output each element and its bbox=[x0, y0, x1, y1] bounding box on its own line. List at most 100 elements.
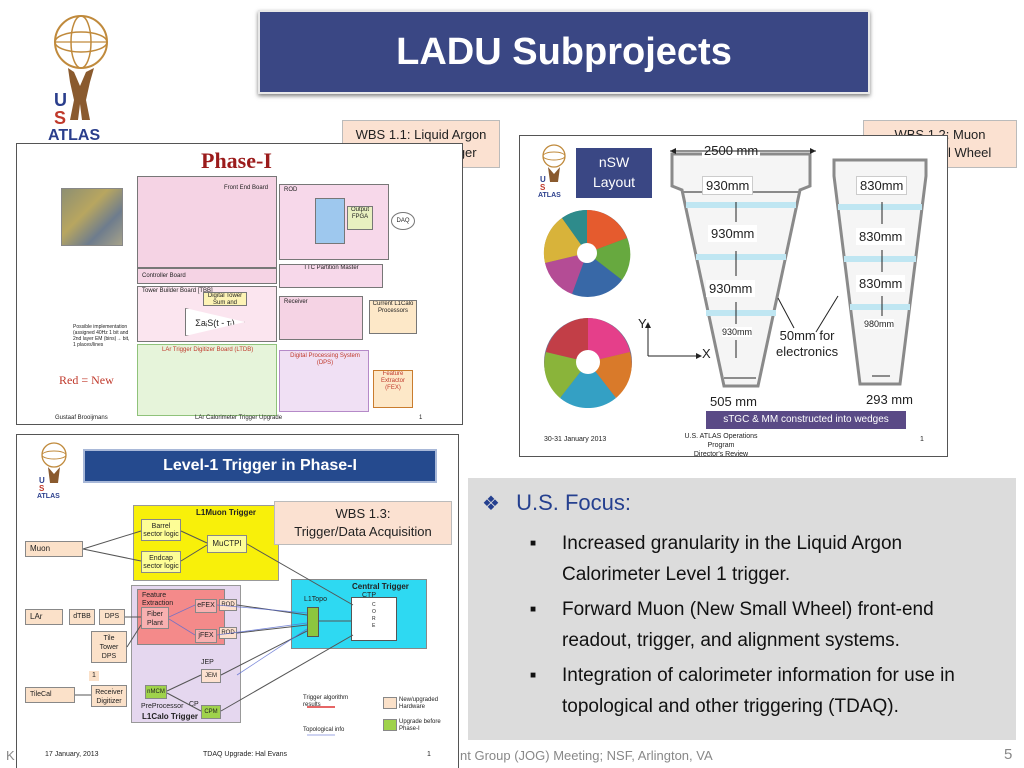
dimension-arrows bbox=[645, 148, 890, 379]
nsw-footer-page: 1 bbox=[920, 436, 924, 443]
slide-title-box: LADU Subprojects bbox=[258, 10, 870, 94]
phase1-footer-right: 1 bbox=[419, 415, 423, 421]
lar-input-box: LAr bbox=[25, 609, 63, 625]
dim-right-2: 830mm bbox=[856, 228, 906, 245]
nsw-wheel-bottom bbox=[542, 316, 634, 409]
small-sector-diagram bbox=[832, 158, 928, 386]
dtbb-box: dTBB bbox=[69, 609, 95, 625]
preprocessor-label: PreProcessor bbox=[141, 703, 184, 710]
svg-text:ATLAS: ATLAS bbox=[538, 192, 561, 198]
l1calo-label: L1Calo Trigger bbox=[142, 712, 199, 721]
phase1-footer-mid: LAr Calorimeter Trigger Upgrade bbox=[195, 415, 283, 421]
central-trigger-label: Central Trigger bbox=[352, 582, 409, 591]
cp-label: CP bbox=[189, 701, 199, 708]
lar-dps-block: LAr Trigger Digitizer Board (LTDB) bbox=[137, 344, 277, 416]
detector-photo bbox=[61, 188, 123, 246]
atlas-logo-icon: U S ATLAS bbox=[38, 8, 118, 142]
fiber-plant-box: Fiber Plant bbox=[141, 607, 169, 629]
nsw-panel: U S ATLAS nSW Layout bbox=[519, 135, 948, 458]
svg-text:ATLAS: ATLAS bbox=[37, 493, 60, 499]
atlas-logo-small-icon: U S ATLAS bbox=[536, 142, 570, 199]
level1-footer-mid: TDAQ Upgrade: Hal Evans bbox=[203, 751, 288, 758]
cpm-box: CPM bbox=[201, 705, 221, 719]
footer-meeting: nt Group (JOG) Meeting; NSF, Arlington, … bbox=[460, 748, 713, 763]
phase1-panel: Phase-I Possible implementation (assigne… bbox=[16, 143, 463, 425]
jfex-box: jFEX bbox=[195, 629, 217, 643]
dps-block: Digital Processing System (DPS) bbox=[279, 350, 369, 412]
level1-footer-page: 1 bbox=[427, 751, 431, 758]
nsw-layout-label: nSW Layout bbox=[576, 148, 652, 198]
fpga-grid-block bbox=[315, 198, 345, 244]
dim-right-4: 980mm bbox=[864, 319, 895, 329]
us-focus-heading: U.S. Focus: bbox=[516, 490, 631, 515]
slide-title: LADU Subprojects bbox=[396, 30, 732, 73]
dim-505: 505 mm bbox=[710, 394, 757, 409]
atlas-logo-level1-icon: U S ATLAS bbox=[35, 441, 71, 500]
front-end-board-block: Front End Board bbox=[137, 176, 277, 268]
us-focus-bullet: Integration of calorimeter information f… bbox=[530, 660, 1000, 722]
phase1-footer-left: Gustaaf Brooijmans bbox=[55, 415, 108, 421]
endcap-sector-box: Endcap sector logic bbox=[141, 551, 181, 573]
us-focus-list: Increased granularity in the Liquid Argo… bbox=[530, 528, 1000, 726]
possible-implementation-note: Possible implementation (assigned 40Hz 1… bbox=[73, 324, 130, 348]
dim-293: 293 mm bbox=[866, 392, 913, 407]
dim-right-1: 830mm bbox=[856, 176, 908, 195]
nsw-wheel-top bbox=[542, 208, 632, 298]
ctp-label: CTP bbox=[362, 592, 376, 599]
legend-topo-label: Topological info bbox=[303, 727, 345, 733]
phase1-title: Phase-I bbox=[201, 148, 272, 173]
dim-right-3: 830mm bbox=[856, 275, 906, 292]
dim-left-1: 930mm bbox=[702, 176, 754, 195]
ttc-block: TTC Partition Master bbox=[279, 264, 383, 288]
axis-y-label: Y bbox=[638, 316, 647, 331]
digital-tower-block: Digital Tower Sum and Drivers bbox=[203, 292, 247, 306]
receiver-block: Receiver bbox=[279, 296, 363, 340]
us-focus-bullet: Forward Muon (New Small Wheel) front-end… bbox=[530, 594, 1000, 656]
feature-extractor-block: Feature Extractor (FEX) bbox=[373, 370, 413, 408]
current-l1calo-block: Current L1Calo Processors bbox=[369, 300, 417, 334]
daq-block: DAQ bbox=[391, 212, 415, 230]
nsw-footer-date: 30-31 January 2013 bbox=[544, 436, 607, 443]
controller-board-block: Controller Board bbox=[137, 268, 277, 284]
level1-connector-lines bbox=[75, 530, 354, 736]
level1-title: Level-1 Trigger in Phase-I bbox=[83, 449, 437, 483]
svg-text:S: S bbox=[54, 108, 66, 128]
muon-input-box: Muon bbox=[25, 541, 83, 557]
svg-text:U: U bbox=[54, 90, 67, 110]
marker-1: 1 bbox=[89, 671, 99, 681]
svg-text:S: S bbox=[39, 484, 45, 493]
legend-before-swatch bbox=[383, 719, 397, 731]
dim-left-3: 930mm bbox=[706, 280, 756, 297]
ctp-core-label: CORE bbox=[372, 602, 376, 629]
rod-box-2: ROD bbox=[219, 627, 237, 639]
legend-algorithm-label: Trigger algorithm results bbox=[303, 695, 349, 708]
us-focus-bullet: Increased granularity in the Liquid Argo… bbox=[530, 528, 1000, 590]
tile-tower-box: Tile Tower DPS bbox=[91, 631, 127, 663]
l1muon-label: L1Muon Trigger bbox=[196, 508, 256, 517]
jep-label: JEP bbox=[201, 659, 214, 666]
legend-new-label: New/upgraded Hardware bbox=[399, 697, 439, 710]
svg-text:S: S bbox=[540, 183, 546, 192]
us-focus-heading-row: ❖ U.S. Focus: bbox=[482, 490, 631, 516]
output-fpga-block: Output FPGA bbox=[347, 206, 373, 230]
ctp-box: CORE bbox=[351, 597, 397, 641]
tilecal-input-box: TileCal bbox=[25, 687, 75, 703]
nsw-caption: sTGC & MM constructed into wedges bbox=[706, 411, 906, 429]
jem-box: JEM bbox=[201, 669, 221, 683]
svg-text:U: U bbox=[39, 476, 45, 485]
svg-text:U: U bbox=[540, 175, 546, 184]
footer-partial-left: K bbox=[6, 748, 15, 763]
l1topo-label: L1Topo bbox=[304, 596, 327, 603]
axis-x-label: X bbox=[702, 346, 711, 361]
muctpi-box: MuCTPI bbox=[207, 535, 247, 553]
nmcm-box: nMCM bbox=[145, 685, 167, 699]
level1-footer-date: 17 January, 2013 bbox=[45, 751, 99, 758]
barrel-sector-box: Barrel sector logic bbox=[141, 519, 181, 541]
dim-left-4: 930mm bbox=[722, 327, 753, 337]
red-new-label: Red = New bbox=[59, 373, 114, 387]
nsw-footer-mid: U.S. ATLAS Operations Program Director's… bbox=[684, 433, 758, 458]
level1-panel: U S ATLAS Level-1 Trigger in Phase-I L1M… bbox=[16, 434, 459, 768]
l1topo-box bbox=[307, 607, 319, 637]
dim-left-2: 930mm bbox=[708, 225, 758, 242]
legend-new-swatch bbox=[383, 697, 397, 709]
